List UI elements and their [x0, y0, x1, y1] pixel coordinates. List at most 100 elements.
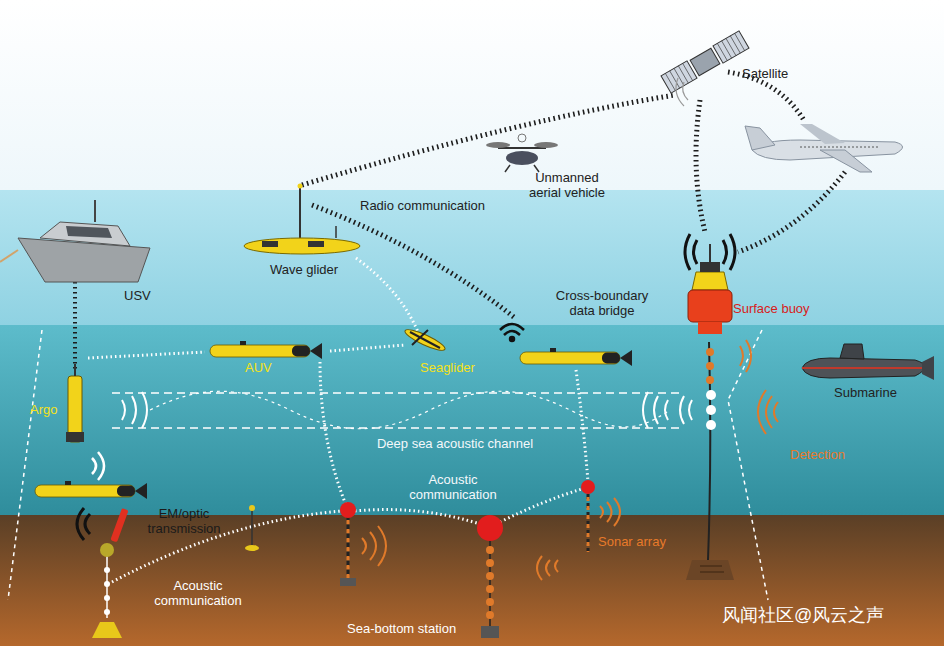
figure-path	[587, 497, 590, 552]
figure-circle	[104, 595, 110, 601]
figure-path	[122, 392, 147, 428]
figure-label: Wave glider	[270, 262, 338, 277]
figure-ellipse	[534, 142, 558, 148]
figure-label: Acoustic communication	[151, 578, 246, 608]
submarine-figure	[802, 344, 934, 380]
figure-rect	[262, 241, 278, 247]
figure-path	[94, 200, 96, 222]
figure-circle	[706, 376, 714, 384]
figure-circle	[477, 515, 503, 541]
figure-path	[600, 498, 620, 526]
figure-path	[74, 364, 76, 376]
figure-label: Submarine	[834, 385, 897, 400]
figure-label: Sonar array	[598, 534, 666, 549]
figure-label: Surface buoy	[733, 301, 810, 316]
figure-path	[576, 370, 588, 482]
figure-path	[643, 392, 668, 428]
figure-path	[537, 556, 558, 580]
figure-circle	[706, 420, 716, 430]
acoustic-channel	[112, 391, 680, 429]
figure-circle	[518, 134, 526, 142]
bottom-station	[92, 543, 122, 638]
radio-link	[73, 282, 77, 372]
figure-circle	[298, 184, 303, 189]
figure-ellipse	[245, 545, 259, 551]
figure-path	[18, 238, 150, 282]
sky	[0, 0, 944, 190]
figure-path	[330, 345, 405, 351]
figure-rect	[690, 48, 720, 76]
figure-label: Acoustic communication	[406, 472, 501, 502]
figure-ellipse	[244, 238, 360, 254]
figure-rect	[66, 432, 84, 442]
figure-circle	[486, 598, 494, 606]
figure-path	[347, 520, 350, 578]
figure-path	[92, 452, 104, 480]
figure-label: USV	[124, 288, 151, 303]
figure-label: Cross-boundary data bridge	[550, 288, 655, 318]
figure-circle	[581, 480, 595, 494]
figure-rect	[110, 508, 128, 542]
deep-water	[0, 325, 944, 515]
figure-path	[696, 100, 705, 232]
region-boundary	[8, 330, 768, 600]
auv-figure	[210, 341, 322, 359]
figure-path	[312, 205, 515, 318]
seabed	[0, 515, 944, 646]
figure-circle	[510, 337, 514, 341]
figure-circle	[706, 405, 716, 415]
figure-circle	[486, 611, 494, 619]
seaglider-figure	[403, 326, 447, 354]
detection-wave	[758, 390, 778, 434]
figure-label: Detection	[790, 447, 845, 462]
plane-figure	[745, 124, 903, 172]
figure-path	[745, 126, 775, 150]
figure-circle	[104, 581, 110, 587]
figure-path	[500, 489, 582, 522]
figure-path	[500, 324, 524, 330]
figure-path	[717, 33, 744, 60]
figure-path	[708, 342, 710, 560]
figure-circle	[706, 390, 716, 400]
figure-circle	[486, 585, 494, 593]
auv-figure	[35, 481, 147, 499]
radio-link	[302, 72, 845, 318]
figure-path	[112, 427, 680, 429]
figure-label: AUV	[245, 360, 272, 375]
figure-path	[362, 526, 386, 566]
figure-circle	[706, 362, 714, 370]
figure-path	[410, 330, 440, 348]
argo-figure	[66, 364, 104, 480]
sonar-wave	[362, 526, 558, 580]
figure-circle	[706, 348, 714, 356]
figure-g	[600, 498, 620, 526]
figure-path	[800, 124, 845, 144]
em-optic-symbol	[77, 508, 129, 542]
figure-path	[685, 234, 697, 270]
figure-path	[758, 390, 778, 434]
figure-ellipse	[486, 142, 510, 148]
figure-rect	[688, 290, 732, 322]
figure-circle	[340, 502, 356, 518]
figure-path	[802, 367, 930, 369]
figure-path	[676, 78, 688, 106]
figure-rect	[340, 578, 356, 586]
figure-g	[92, 452, 104, 480]
surface-water	[0, 190, 944, 325]
figure-g	[77, 508, 90, 540]
figure-path	[680, 396, 692, 424]
figure-path	[299, 186, 301, 240]
figure-path	[8, 330, 42, 600]
wave-glider-figure	[244, 184, 360, 255]
figure-label: Deep sea acoustic channel	[377, 436, 533, 451]
figure-path	[738, 172, 845, 252]
figure-label: Argo	[30, 402, 57, 417]
wifi-icon	[500, 324, 524, 341]
figure-ellipse	[403, 326, 447, 354]
figure-path	[692, 272, 728, 290]
figure-circle	[104, 567, 110, 573]
figure-path	[740, 340, 751, 372]
figure-path	[504, 331, 520, 335]
